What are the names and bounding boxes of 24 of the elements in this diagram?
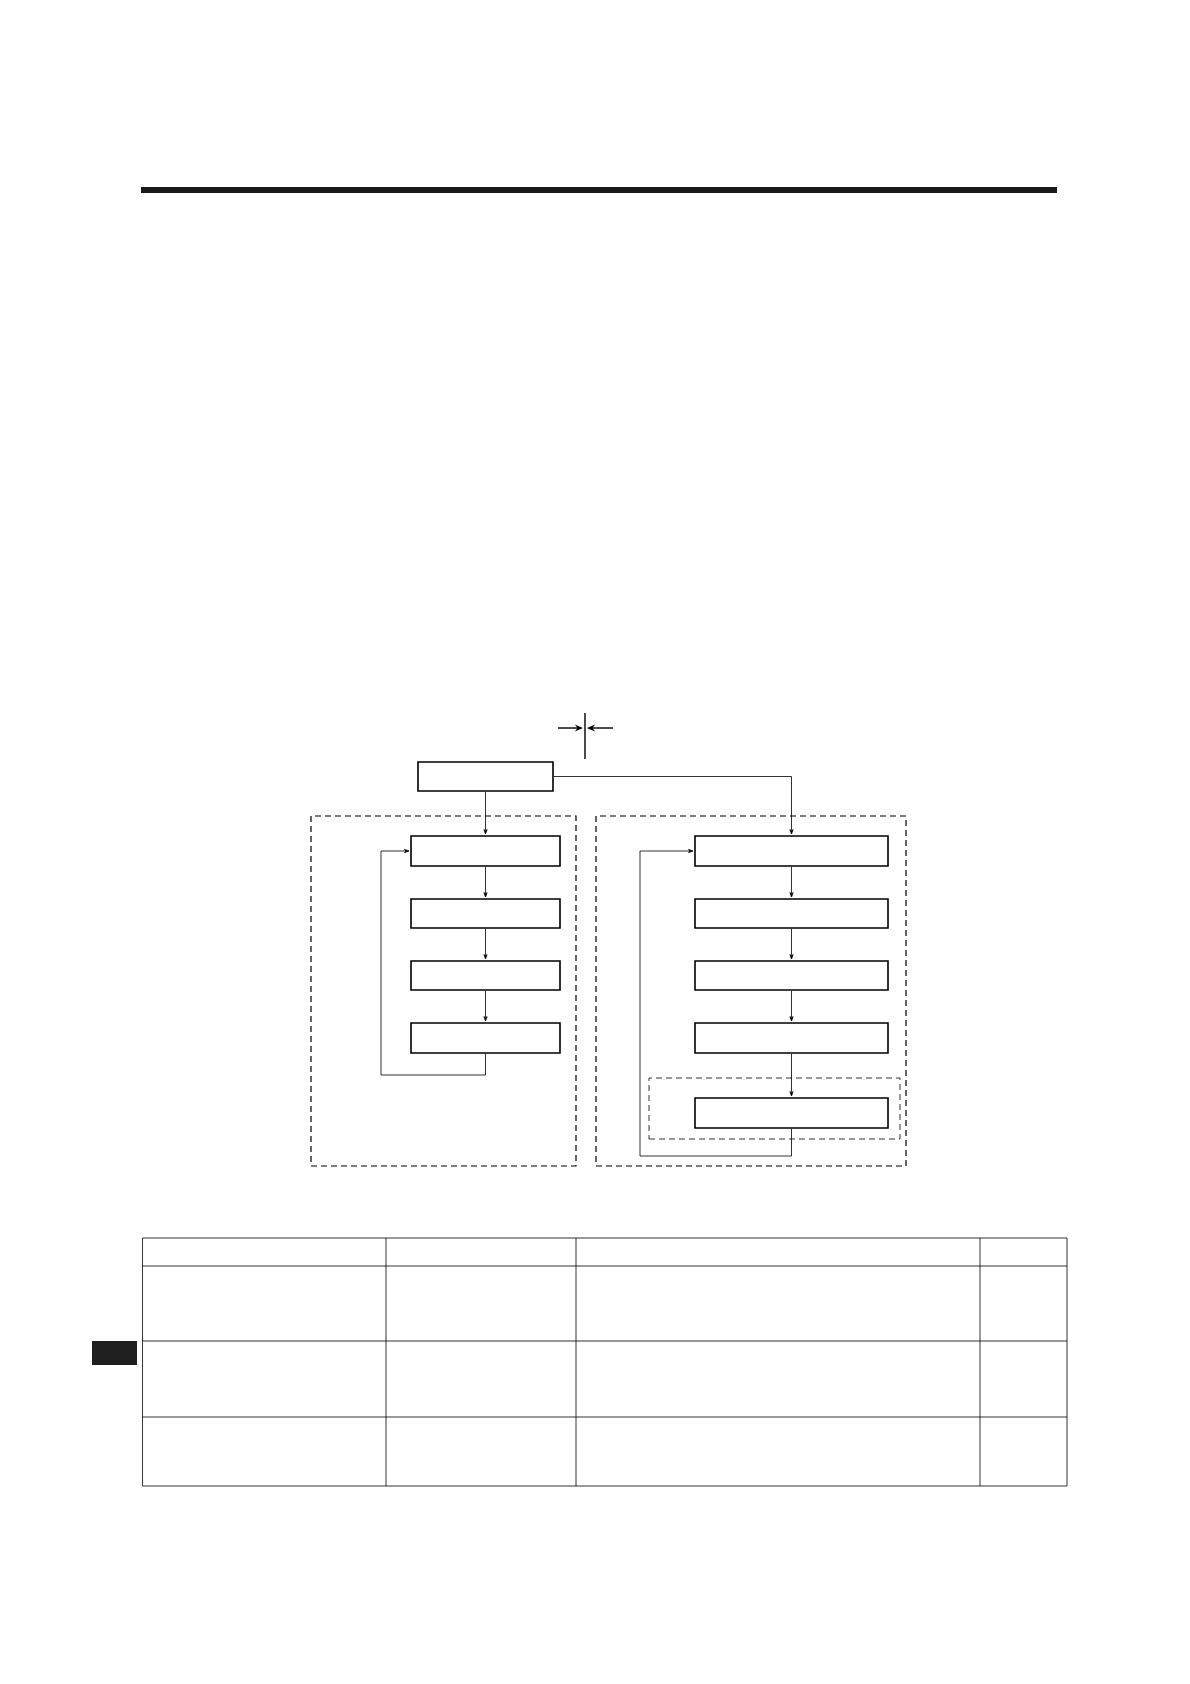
process-box bbox=[694, 835, 889, 867]
process-box bbox=[694, 898, 889, 929]
dashed-group-frame bbox=[648, 1077, 901, 1140]
process-box bbox=[694, 1097, 889, 1129]
arrow bbox=[483, 791, 488, 835]
process-box bbox=[410, 835, 561, 867]
process-box bbox=[694, 1022, 889, 1054]
process-box bbox=[410, 898, 561, 929]
process-box bbox=[694, 960, 889, 991]
arrow bbox=[483, 990, 488, 1022]
dashed-group-frame bbox=[595, 815, 907, 1167]
arrow bbox=[789, 866, 794, 898]
dashed-group-frame bbox=[310, 815, 577, 1167]
arrow bbox=[483, 866, 488, 898]
process-box bbox=[410, 960, 561, 991]
arrow bbox=[789, 990, 794, 1022]
arrow bbox=[483, 928, 488, 960]
arrow bbox=[789, 1053, 794, 1097]
process-box bbox=[410, 1022, 561, 1054]
arrow bbox=[789, 928, 794, 960]
process-box bbox=[417, 761, 554, 792]
arrow bbox=[553, 776, 794, 835]
arrow bbox=[380, 849, 486, 1076]
arrow bbox=[639, 849, 792, 1157]
